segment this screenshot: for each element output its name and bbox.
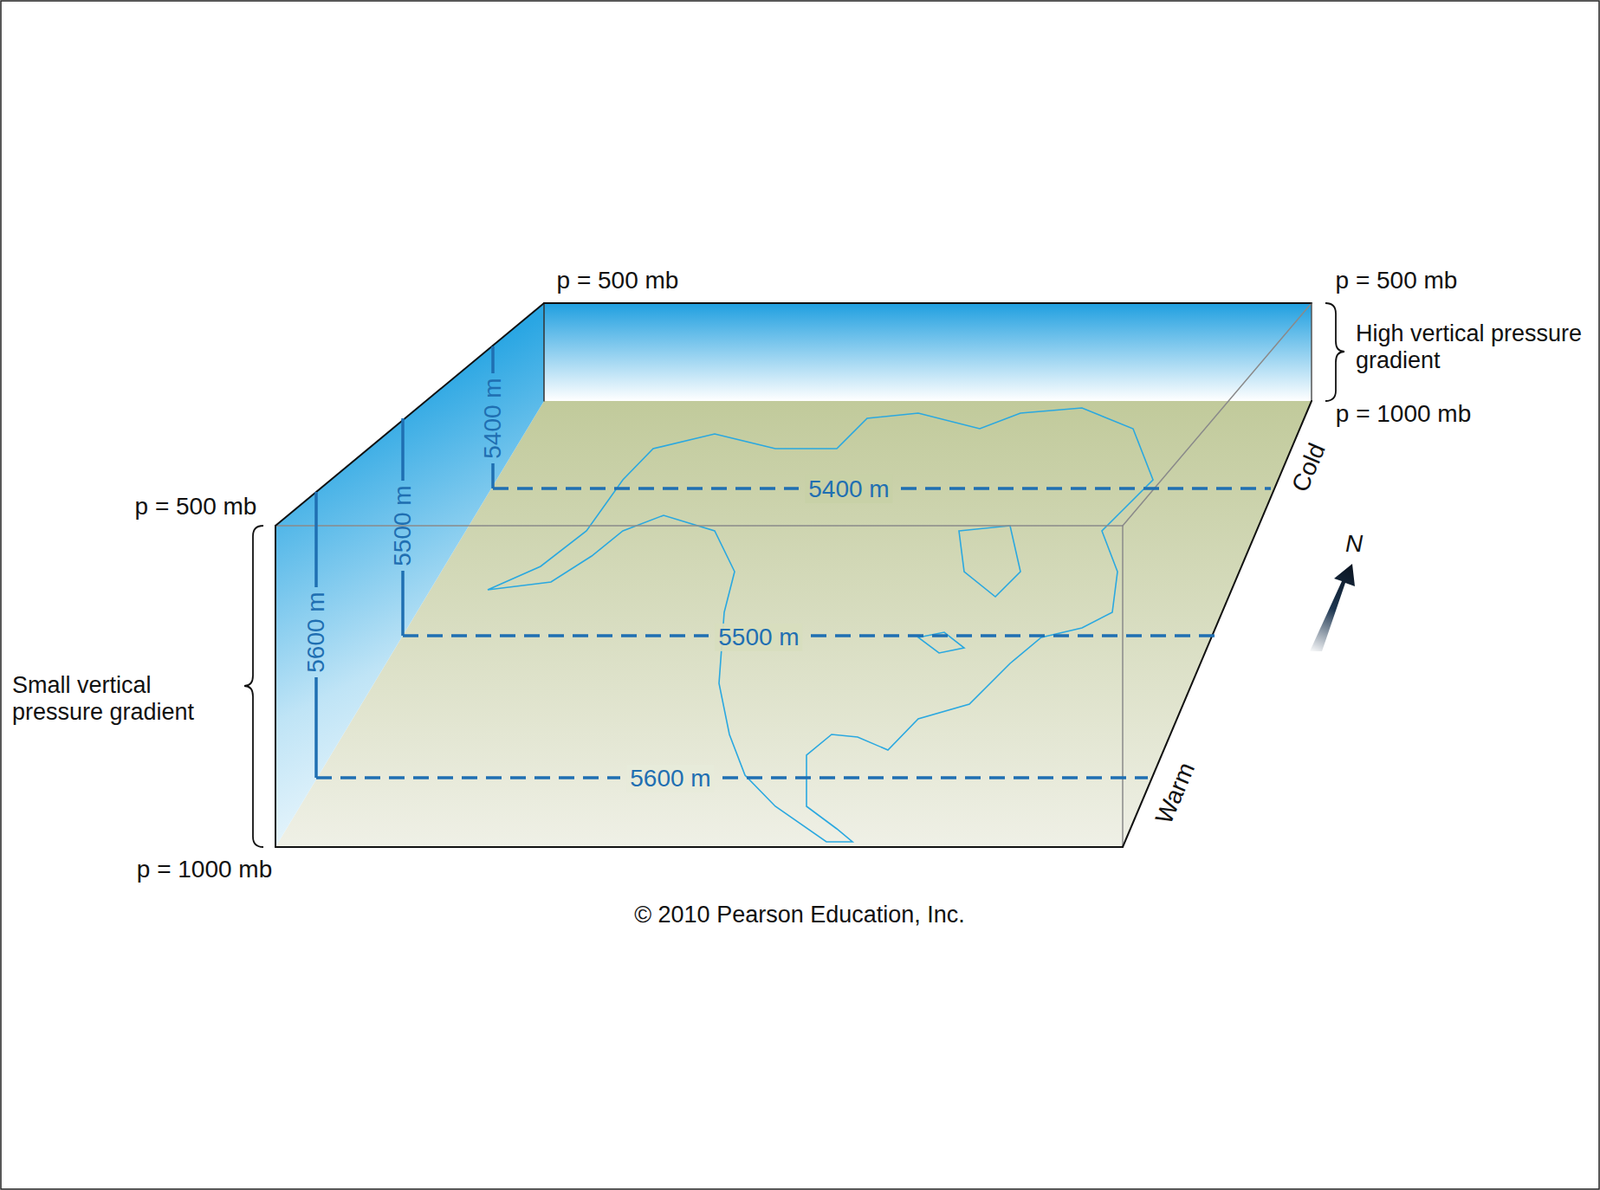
box-edges bbox=[275, 303, 1312, 848]
copyright-note: © 2010 Pearson Education, Inc. bbox=[634, 901, 966, 929]
contour-lines bbox=[316, 488, 1271, 778]
back-wall bbox=[544, 303, 1312, 402]
contour-label: 5600 m bbox=[626, 764, 714, 793]
height-label: 5500 m bbox=[388, 485, 417, 566]
pressure-label: p = 1000 mb bbox=[136, 855, 273, 884]
gradient-note: Small vertical pressure gradient bbox=[12, 672, 245, 726]
pressure-label: p = 500 mb bbox=[135, 492, 258, 521]
height-label: 5400 m bbox=[479, 377, 507, 459]
height-label: 5600 m bbox=[302, 591, 331, 673]
pressure-label: p = 500 mb bbox=[557, 266, 680, 295]
temperature-label: Cold bbox=[1286, 439, 1332, 497]
height-lines bbox=[316, 346, 493, 778]
gradient-note: High vertical pressure gradient bbox=[1355, 320, 1594, 375]
pressure-label: p = 1000 mb bbox=[1335, 400, 1471, 428]
north-arrow bbox=[1309, 563, 1355, 652]
left-wall bbox=[275, 303, 545, 848]
bracket bbox=[244, 525, 264, 848]
contour-label: 5400 m bbox=[804, 475, 893, 504]
bracket bbox=[1325, 303, 1345, 402]
compass-label: N bbox=[1345, 530, 1363, 558]
pressure-label: p = 500 mb bbox=[1335, 266, 1458, 295]
temperature-label: Warm bbox=[1150, 758, 1201, 829]
contour-label: 5500 m bbox=[714, 623, 803, 652]
